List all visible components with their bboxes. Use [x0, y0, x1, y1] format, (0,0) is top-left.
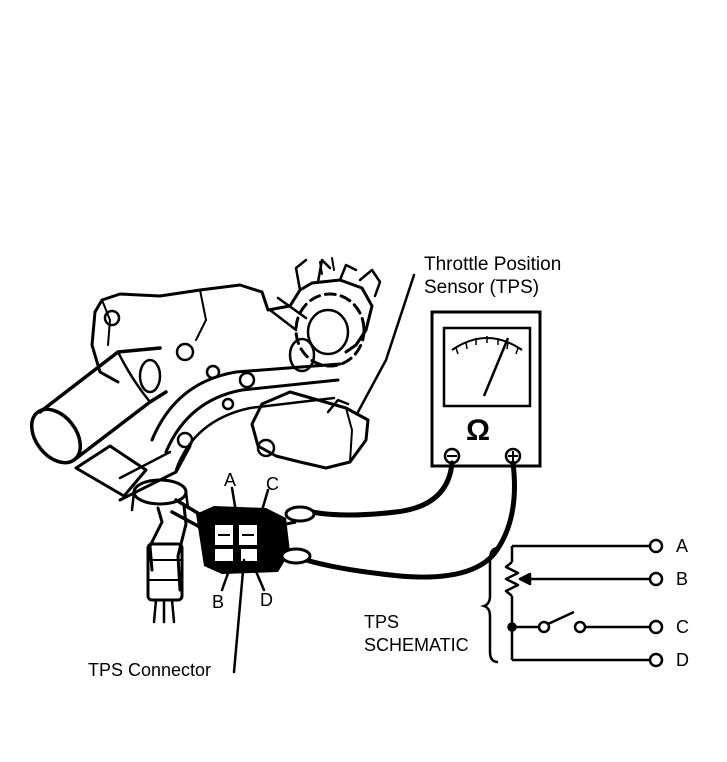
- schematic-terminal-c: C: [676, 617, 689, 637]
- ohmmeter: [430, 310, 542, 468]
- tps-callout-line1: Throttle Position: [424, 254, 561, 275]
- pin-label-d: D: [260, 590, 273, 610]
- callout-leaders: [220, 273, 416, 674]
- schematic-terminal-a: A: [676, 536, 688, 556]
- tps-callout-line2: Sensor (TPS): [424, 277, 539, 298]
- schematic-title-line1: TPS: [364, 612, 399, 632]
- schematic-title-line2: SCHEMATIC: [364, 635, 469, 655]
- tps-connector-label: TPS Connector: [88, 660, 211, 680]
- schematic-terminal-b: B: [676, 569, 688, 589]
- schematic-terminal-d: D: [676, 650, 689, 670]
- tps-connector: [196, 506, 297, 574]
- schematic-bracket: [480, 546, 499, 664]
- ohm-symbol: Ω: [466, 414, 490, 447]
- pin-label-b: B: [212, 592, 224, 612]
- tps-schematic: [504, 538, 664, 668]
- pin-label-c: C: [266, 474, 279, 494]
- pin-label-a: A: [224, 470, 236, 490]
- test-leads: [280, 460, 517, 580]
